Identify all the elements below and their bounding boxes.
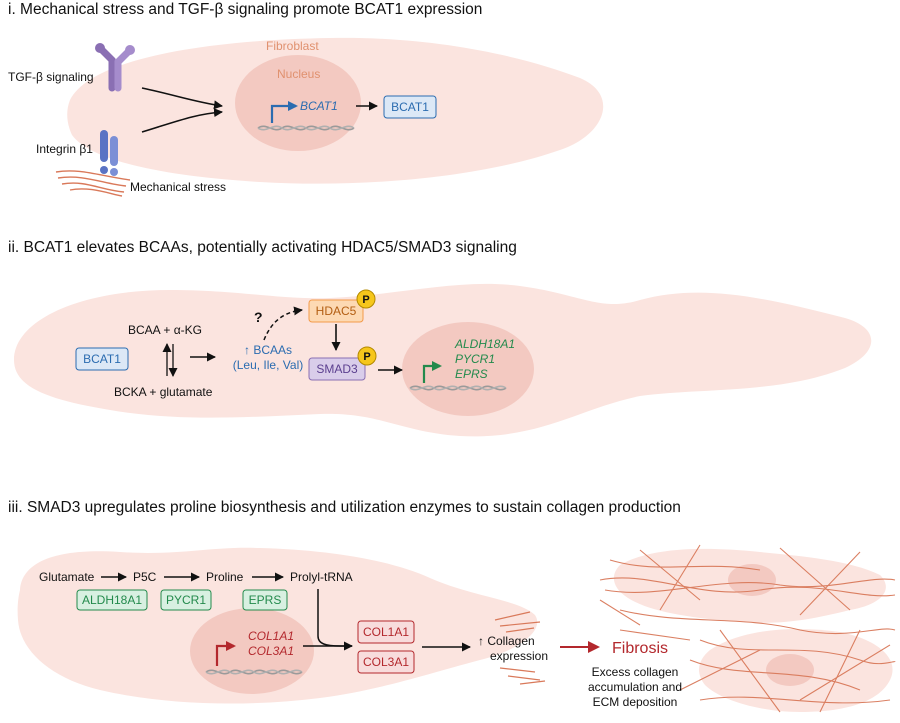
- mechanical-stress-fibers: [55, 170, 131, 197]
- tgfb-arrow: [141, 87, 223, 110]
- gene-col3a1: COL3A1: [248, 644, 294, 658]
- gene-eprs: EPRS: [455, 367, 488, 381]
- red-promoter-arrow: [215, 641, 236, 666]
- bcaa-akg: BCAA + α-KG: [128, 323, 202, 337]
- col3a1-box: [357, 650, 415, 674]
- bcat1-2: BCAT1: [83, 352, 121, 366]
- bcat1-box-2: [75, 347, 129, 371]
- fibrotic-nucleus-bottom: [766, 654, 814, 686]
- enzyme-eprs: EPRS: [249, 593, 282, 607]
- panel2-title: ii. BCAT1 elevates BCAAs, potentially ac…: [8, 239, 517, 256]
- proline: Proline: [206, 570, 244, 584]
- nucleus-2: [402, 322, 534, 416]
- col1a1-box: [357, 620, 415, 644]
- hdac5: HDAC5: [316, 304, 357, 318]
- enzyme-pycr1: PYCR1: [166, 593, 206, 607]
- bcat1-gene: BCAT1: [300, 99, 338, 113]
- protein-col1a1: COL1A1: [363, 625, 409, 639]
- mechanical-stress-label: Mechanical stress: [130, 180, 226, 194]
- bcka-glutamate: BCKA + glutamate: [114, 385, 213, 399]
- integrin-arrow: [141, 108, 223, 133]
- question-mark: ?: [254, 309, 263, 325]
- pycr1-box: [160, 589, 212, 611]
- bcat1-protein: BCAT1: [391, 100, 429, 114]
- aldh18a1-box: [76, 589, 148, 611]
- panel3-title: iii. SMAD3 upregulates proline biosynthe…: [8, 499, 681, 516]
- hdac5-box: [308, 299, 364, 323]
- ecm-collagen-fibers: [599, 544, 896, 713]
- excess-collagen-2: accumulation and: [588, 680, 682, 694]
- prolyl-trna: Prolyl-tRNA: [290, 570, 353, 584]
- integrin-label: Integrin β1: [36, 142, 93, 156]
- p5c: P5C: [133, 570, 157, 584]
- collagen-fibers-small: [494, 611, 546, 685]
- bcat1-protein-box: [383, 95, 437, 119]
- gene-pycr1: PYCR1: [455, 352, 495, 366]
- glutamate: Glutamate: [39, 570, 95, 584]
- fibroblast-label: Fibroblast: [266, 39, 319, 53]
- excess-collagen-3: ECM deposition: [593, 695, 678, 709]
- nucleus-label: Nucleus: [277, 67, 320, 81]
- protein-col3a1: COL3A1: [363, 655, 409, 669]
- phospho-hdac5-label: P: [362, 294, 369, 306]
- fibrotic-nucleus-top: [728, 564, 776, 596]
- gene-col1a1: COL1A1: [248, 629, 294, 643]
- enzyme-aldh18a1: ALDH18A1: [82, 593, 142, 607]
- eprs-box: [242, 589, 288, 611]
- fibrosis-label: Fibrosis: [612, 640, 668, 657]
- tgfb-label: TGF-β signaling: [8, 70, 94, 84]
- phospho-smad3-label: P: [363, 351, 370, 363]
- smad3-box: [308, 357, 366, 381]
- bcaas-sub: (Leu, Ile, Val): [233, 358, 303, 372]
- integrin-icon: [100, 130, 118, 176]
- phospho-smad3: [357, 346, 377, 366]
- tgfb-receptor-icon: [95, 43, 135, 92]
- bcat1-promoter-arrow: [270, 101, 298, 123]
- gene-aldh18a1: ALDH18A1: [454, 337, 515, 351]
- excess-collagen-1: Excess collagen: [592, 665, 679, 679]
- phospho-hdac5: [356, 289, 376, 309]
- bcaas-label: ↑ BCAAs: [244, 343, 292, 357]
- panel1-title: i. Mechanical stress and TGF-β signaling…: [8, 1, 482, 18]
- green-promoter-arrow: [422, 361, 442, 383]
- collagen-expression-2: expression: [490, 649, 548, 663]
- smad3: SMAD3: [316, 362, 358, 376]
- collagen-expression-1: ↑ Collagen: [478, 634, 535, 648]
